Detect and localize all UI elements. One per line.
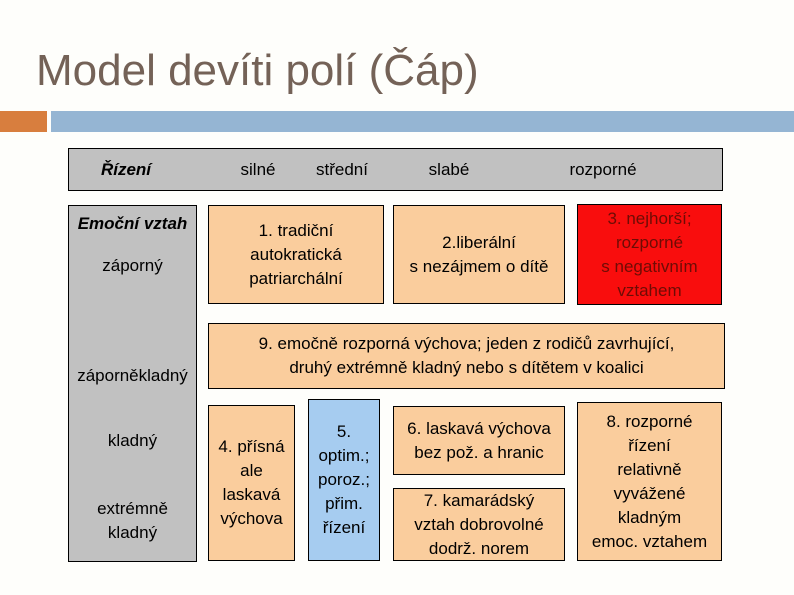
- header-row-label-rizeni: Řízení: [100, 159, 152, 179]
- left-row-label-column: Emoční vztah záporný záporněkladný kladn…: [68, 205, 197, 562]
- accent-bar: [51, 111, 794, 132]
- header-col-stredni: střední: [316, 159, 368, 179]
- accent-square: [0, 111, 47, 132]
- row-label-extremne-kladny: extrémně kladný: [97, 499, 168, 542]
- field-5-box: 5. optim.; poroz.; přim. řízení: [308, 399, 380, 561]
- field-2-box: 2.liberální s nezájmem o dítě: [393, 205, 565, 304]
- slide-title: Model devíti polí (Čáp): [36, 46, 479, 95]
- field-4-box: 4. přísná ale laskavá výchova: [208, 405, 295, 561]
- row-label-zaporny: záporný: [102, 256, 163, 275]
- field-7-box: 7. kamarádský vztah dobrovolné dodrž. no…: [393, 488, 565, 561]
- field-9-box: 9. emočně rozporná výchova; jeden z rodi…: [208, 323, 725, 389]
- header-col-slabe: slabé: [428, 159, 470, 179]
- field-6-box: 6. laskavá výchova bez pož. a hranic: [393, 406, 565, 475]
- header-col-silne: silné: [240, 159, 276, 179]
- field-3-box: 3. nejhorší; rozporné s negativním vztah…: [577, 204, 722, 305]
- field-8-box: 8. rozporné řízení relativně vyvážené kl…: [577, 402, 722, 561]
- row-label-kladny: kladný: [107, 431, 158, 450]
- header-col-rozporne: rozporné: [569, 159, 637, 179]
- table-header-row: Řízení silné střední slabé rozporné: [68, 148, 723, 191]
- row-label-emocni-vztah: Emoční vztah: [77, 214, 188, 233]
- field-1-box: 1. tradiční autokratická patriarchální: [208, 205, 384, 304]
- row-label-zapornekladny: záporněkladný: [77, 366, 188, 385]
